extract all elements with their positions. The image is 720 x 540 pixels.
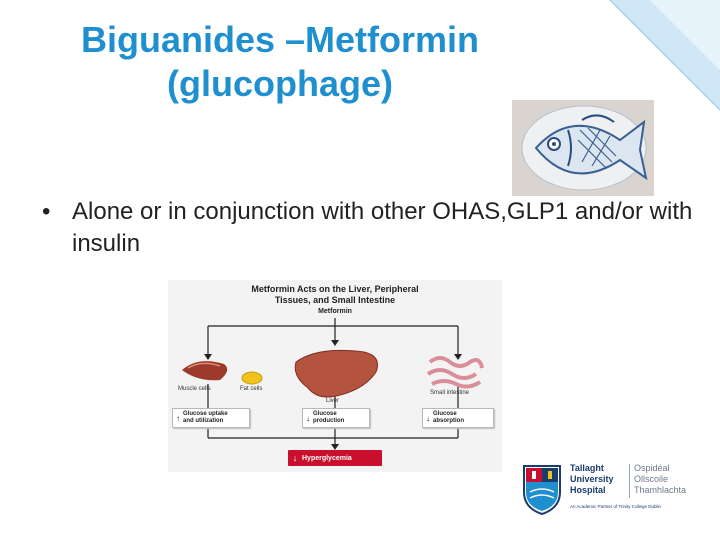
effect-absorption-line-1: Glucose (433, 411, 457, 417)
muscle-cells-label: Muscle cells (178, 386, 211, 392)
hospital-name-ga-2: Ollscoile (634, 474, 669, 484)
effect-box-production: ↓ Glucose production (302, 408, 370, 428)
down-arrow-icon: ↓ (426, 413, 430, 423)
hospital-name-ga-3: Thamhlachta (634, 485, 687, 495)
hospital-name-irish: Ospidéal Ollscoile Thamhlachta (634, 463, 700, 496)
effect-production-line-1: Glucose (313, 411, 337, 417)
hospital-name-en-3: Hospital (570, 485, 606, 495)
diagram-graphics (182, 318, 484, 450)
down-arrow-icon: ↓ (306, 413, 310, 423)
diagram-title-line-1: Metformin Acts on the Liver, Peripheral (251, 284, 419, 294)
logo-divider (629, 464, 630, 498)
title-line-1: Biguanides –Metformin (80, 19, 480, 60)
metformin-diagram: Metformin Acts on the Liver, Peripheral … (168, 280, 502, 472)
liver-label: Liver (326, 398, 340, 404)
bullet-text: Alone or in conjunction with other OHAS,… (72, 198, 693, 257)
hospital-name-ga-1: Ospidéal (634, 463, 670, 473)
small-intestine-label: Small intestine (430, 390, 470, 396)
hospital-name-english: Tallaght University Hospital (570, 463, 630, 496)
effect-uptake-line-1: Glucose uptake (183, 411, 228, 417)
hospital-logo: Tallaght University Hospital Ospidéal Ol… (520, 460, 700, 520)
effect-box-uptake: ↑ Glucose uptake and utilization (172, 408, 250, 428)
diagram-title-line-2: Tissues, and Small Intestine (274, 295, 396, 305)
diagram-title: Metformin Acts on the Liver, Peripheral … (168, 284, 502, 306)
title-line-2: (glucophage) (167, 63, 393, 104)
bullet-marker: • (42, 198, 51, 225)
slide-title: Biguanides –Metformin (glucophage) (60, 18, 500, 106)
fat-cells-label: Fat cells (240, 386, 263, 392)
hyperglycemia-label: Hyperglycemia (302, 454, 352, 462)
hospital-crest-icon (523, 465, 561, 516)
hospital-name-en-2: University (570, 474, 614, 484)
hospital-name-en-1: Tallaght (570, 463, 604, 473)
up-arrow-icon: ↑ (176, 413, 180, 423)
academic-partner-text: An Academic Partner of Trinity College D… (570, 504, 662, 509)
fish-plate-image (512, 100, 654, 196)
hyperglycemia-box: ↓ Hyperglycemia (288, 450, 382, 466)
down-arrow-icon: ↓ (292, 453, 298, 463)
effect-box-absorption: ↓ Glucose absorption (422, 408, 494, 428)
effect-uptake-line-2: and utilization (183, 418, 224, 424)
diagram-drug-label: Metformin (318, 308, 352, 315)
effect-production-line-2: production (313, 418, 345, 424)
effect-absorption-line-2: absorption (433, 418, 464, 424)
corner-decoration (609, 0, 720, 110)
